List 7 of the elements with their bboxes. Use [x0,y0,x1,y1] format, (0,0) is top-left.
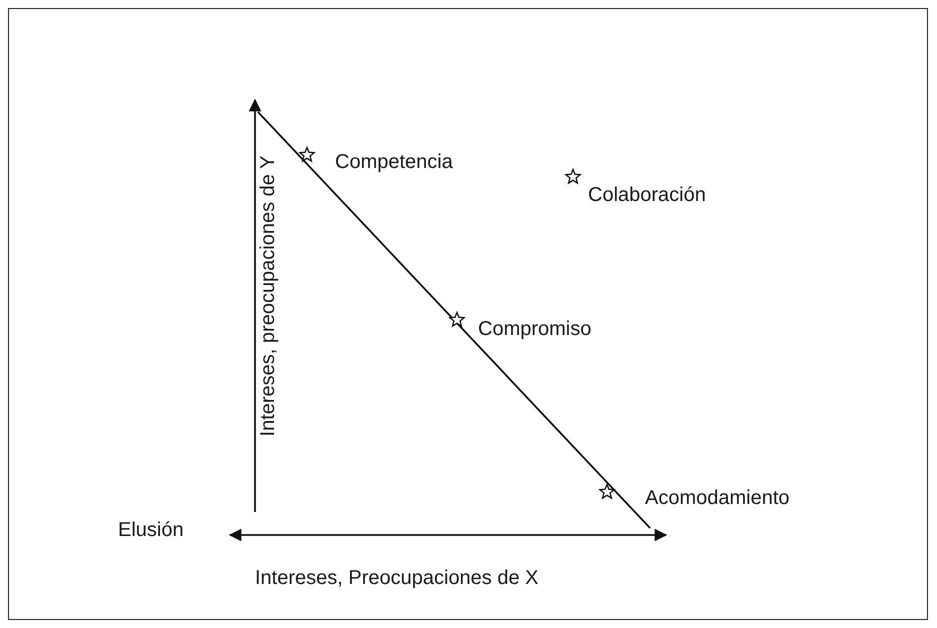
point-label: Competencia [335,151,453,173]
point-label: Acomodamiento [645,487,790,509]
point-label: Colaboración [588,184,706,206]
point-label: Intereses, Preocupaciones de X [255,567,539,589]
point-label: Elusión [118,519,184,541]
axis-title: Intereses, preocupaciones de Y [257,156,279,436]
point-label: Compromiso [478,318,592,340]
